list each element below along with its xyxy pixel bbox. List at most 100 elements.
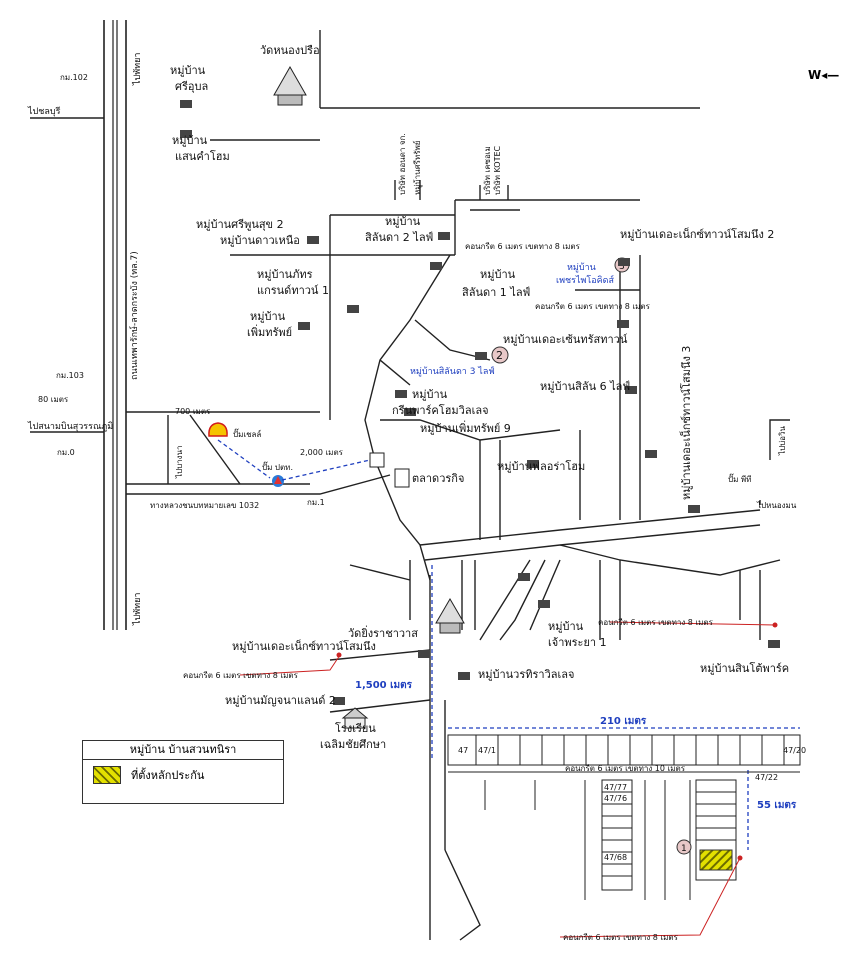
dist-55-label: 55 เมตร (757, 800, 797, 811)
main-highway (103, 20, 127, 630)
wiset-label: หมู่บ้านวรทิราวิลเลจ (478, 668, 574, 681)
km102-label: กม.102 (60, 73, 88, 82)
svg-text:1: 1 (681, 844, 687, 854)
silanda1-label-1: หมู่บ้าน (480, 268, 516, 281)
map-labels: วัดหนองปรือ หมู่บ้าน ศรีอุบล หมู่บ้าน แส… (170, 44, 797, 942)
chaopraya-label-2: เจ้าพระยา 1 (548, 636, 607, 649)
dist2000-label: 2,000 เมตร (300, 448, 344, 457)
concrete-lower-label: คอนกรีต 6 เมตร เขตทาง 8 เมตร (563, 933, 679, 942)
to-airport-label: ไปสนามบินสุวรรณภูมิ (27, 421, 113, 432)
silanda1-label-2: สิลันดา 1 ไลฟ์ (462, 286, 531, 299)
compass-west: W◂— (808, 68, 840, 82)
collateral-lot-highlight (699, 849, 733, 871)
shell-label: ปั๊มเชลล์ (233, 428, 261, 439)
permsub9-label: หมู่บ้านเพิ่มทรัพย์ 9 (420, 420, 511, 435)
legend-row: ที่ตั้งหลักประกัน (83, 760, 283, 790)
temple-icon (273, 65, 307, 106)
legend-swatch (93, 766, 121, 784)
sripoonsuk-label: หมู่บ้านศรีพูนสุข 2 (196, 218, 284, 231)
lot-47-22-label: 47/22 (755, 773, 778, 782)
dist-210-label: 210 เมตร (600, 716, 647, 727)
company2-label: หมู่บ้านศรีทรัพย์ (412, 141, 423, 196)
lot-47-76-label: 47/76 (604, 794, 627, 803)
dist-1500-label: 1,500 เมตร (355, 680, 413, 691)
sriubon-label-2: ศรีอุบล (175, 80, 208, 93)
green-label-2: กรีนพาร์คโฮมวิลเลจ (392, 403, 489, 417)
village-house-icons (180, 100, 780, 705)
map-legend: หมู่บ้าน บ้านสวนทนิรา ที่ตั้งหลักประกัน (82, 740, 284, 804)
permsub-label-1: หมู่บ้าน (250, 310, 286, 323)
school-icon (341, 707, 369, 729)
concrete6-label: คอนกรีต 6 เมตร เขตทาง 8 เมตร (535, 302, 651, 311)
school-label-2: เฉลิมชัยศึกษา (320, 738, 386, 751)
ptt-label: ปั๊ม ปตท. (262, 461, 293, 472)
phat-label-1: หมู่บ้านภัทร (257, 268, 313, 281)
green-label-1: หมู่บ้าน (412, 388, 448, 401)
delanex-label: หมู่บ้านเดอะเน็กซ์ทาวน์โสมนึง (232, 639, 376, 653)
marker-2: 2 (491, 346, 509, 364)
dela3-label: หมู่บ้านเดอะเน็กซ์ทาวน์โสมนึง 3 (679, 346, 693, 500)
lot-47-label: 47 (458, 746, 468, 755)
manchanaland-label: หมู่บ้านมัญจนาแลนด์ 2 (225, 694, 336, 707)
delasense-label: หมู่บ้านเดอะเซ้นทรัสทาวน์ (503, 333, 628, 346)
road-1032 (126, 411, 391, 495)
lot-grid (447, 734, 801, 900)
red-connectors (239, 621, 776, 938)
to-bowin-label: ไปบ่อวิน (778, 426, 787, 456)
wat-ying-label: วัดยิ่งราชาวาส (348, 625, 418, 640)
silanda3-label: หมู่บ้านสิลันดา 3 ไลฟ์ (410, 365, 495, 377)
ptt-right-label: ปั๊ม พีที (728, 473, 751, 484)
dist700-label: 700 เมตร (175, 407, 211, 416)
phat-label-2: แกรนด์ทาวน์ 1 (257, 284, 329, 297)
km0-label: กม.0 (57, 448, 75, 457)
concrete6-upper-label: คอนกรีต 6 เมตร เขตทาง 8 เมตร (465, 242, 581, 251)
company1-label: บริษัท ฮอนดา จก. (398, 133, 407, 195)
silanda2-label-1: หมู่บ้าน (385, 215, 421, 228)
svg-text:3: 3 (619, 262, 625, 272)
route-dashed (217, 439, 800, 850)
lot-47-20-label: 47/20 (783, 746, 806, 755)
silan6-label: หมู่บ้านสิลัน 6 ไลฟ์ (540, 380, 630, 393)
legend-text: ที่ตั้งหลักประกัน (131, 769, 205, 782)
chaopraya-label-1: หมู่บ้าน (548, 620, 584, 633)
road-1032-label: ทางหลวงชนบทหมายเลข 1032 (150, 501, 259, 510)
legend-title: หมู่บ้าน บ้านสวนทนิรา (83, 741, 283, 760)
marker-1: 1 (676, 839, 692, 855)
market-icon (394, 468, 410, 488)
km1-label: กม.1 (307, 498, 325, 507)
to-nongmon-label: ไปหนองมน (756, 501, 797, 510)
delanex2-label: หมู่บ้านเดอะเน็กซ์ทาวน์โสมนึง 2 (620, 227, 774, 241)
to-chonburi-label: ไปชลบุรี (27, 106, 61, 117)
market-label: ตลาดวรกิจ (412, 472, 464, 485)
to-south-label: ไปพัทยา (132, 593, 143, 626)
lot-47-1-label: 47/1 (478, 746, 496, 755)
to-bangna-label: ไปบางนา (175, 445, 184, 479)
company4-label: บริษัท KOTEC (493, 145, 502, 195)
lot-47-77-label: 47/77 (604, 783, 627, 792)
lot-47-68-label: 47/68 (604, 853, 627, 862)
highway-main-label: ถนนเทพารักษ์-ลาดกระบัง (ทล.7) (128, 251, 140, 380)
km103-label: กม.103 (56, 371, 84, 380)
to-north-label: ไปพัทยา (132, 53, 143, 86)
wat-nong-prue-label: วัดหนองปรือ (260, 44, 320, 57)
concrete-red1-label: คอนกรีต 6 เมตร เขตทาง 8 เมตร (183, 671, 299, 680)
side-road-b (189, 414, 241, 485)
sriubon-label-1: หมู่บ้าน (170, 64, 206, 77)
daonuea-label: หมู่บ้านดาวเหนือ (220, 234, 300, 247)
flora-label: หมู่บ้านฟลอร่าโฮม (497, 459, 585, 473)
dist80-label: 80 เมตร (38, 395, 69, 404)
petcot-label-2: เพชรไพโอคิดส์ (556, 274, 615, 286)
permsub-label-2: เพิ่มทรัพย์ (247, 324, 292, 339)
temple-icon-2 (435, 598, 465, 634)
shell-station-icon (208, 422, 228, 437)
ptt-station-icon (272, 475, 284, 487)
petcot-label-1: หมู่บ้าน (567, 262, 596, 273)
concrete-red2-label: คอนกรีต 6 เมตร เขตทาง 8 เมตร (598, 618, 714, 627)
silanda2-label-2: สิลันดา 2 ไลฟ์ (365, 231, 434, 244)
saenkhamhom-label-1: หมู่บ้าน (172, 134, 208, 147)
concrete10-label: คอนกรีต 6 เมตร เขตทาง 10 เมตร (565, 764, 686, 773)
seven-eleven-icon (369, 452, 385, 468)
company3-label: บริษัท เคซอเม (483, 146, 492, 195)
school-label-1: โรงเรียน (335, 721, 376, 735)
